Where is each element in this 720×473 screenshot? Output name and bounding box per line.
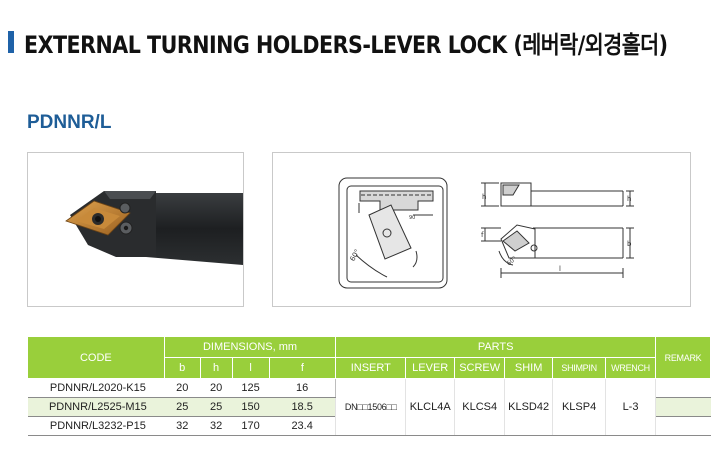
header-remark: REMARK	[655, 336, 711, 379]
row-l: 170	[232, 416, 269, 436]
header-dimensions: DIMENSIONS, mm	[163, 336, 337, 358]
header-f: f	[268, 357, 337, 379]
row-h: 25	[200, 397, 233, 417]
row-code: PDNNR/L2020-K15	[27, 378, 165, 398]
dim-l: l	[559, 265, 561, 273]
row-h: 20	[200, 378, 233, 398]
part-wrench: L-3	[605, 378, 656, 436]
product-photo	[27, 152, 244, 307]
header-shimpin: SHIMPIN	[552, 357, 607, 379]
top-view	[481, 224, 634, 278]
angle-top-label: 90	[409, 215, 415, 221]
part-screw: KLCS4	[454, 378, 506, 436]
header-l: l	[231, 357, 270, 379]
tool-holder-image	[65, 191, 243, 265]
header-shim: SHIM	[504, 357, 554, 379]
header-b: b	[163, 357, 201, 379]
header-parts: PARTS	[335, 336, 656, 358]
dim-h-left: h	[482, 193, 486, 201]
row-b: 20	[164, 378, 201, 398]
row-l: 150	[232, 397, 269, 417]
spec-table: CODE DIMENSIONS, mm PARTS REMARK b h l f…	[27, 336, 711, 436]
title-accent-bar	[8, 31, 14, 53]
row-f: 18.5	[269, 397, 337, 417]
model-heading: PDNNR/L	[27, 112, 112, 133]
header-lever: LEVER	[405, 357, 456, 379]
row-b: 25	[164, 397, 201, 417]
row-code: PDNNR/L3232-P15	[27, 416, 165, 436]
table-row: PDNNR/L2525-M15 25 25 150 18.5	[27, 397, 711, 417]
row-remark	[655, 397, 711, 417]
part-shimpin: KLSP4	[552, 378, 607, 436]
row-l: 125	[232, 378, 269, 398]
part-shim: KLSD42	[504, 378, 554, 436]
dim-b: b	[627, 240, 632, 248]
dim-h-right: h	[627, 195, 631, 203]
header-screw: SCREW	[454, 357, 506, 379]
row-remark	[655, 378, 711, 398]
row-h: 32	[200, 416, 233, 436]
part-insert: DN□□1506□□	[335, 378, 407, 436]
table-row: PDNNR/L2020-K15 20 20 125 16 DN□□1506□□ …	[27, 378, 711, 436]
side-view	[481, 182, 634, 207]
header-code: CODE	[27, 336, 165, 379]
row-f: 16	[269, 378, 337, 398]
header-wrench: WRENCH	[605, 357, 656, 379]
row-code: PDNNR/L2525-M15	[27, 397, 165, 417]
row-f: 23.4	[269, 416, 337, 436]
row-b: 32	[164, 416, 201, 436]
header-h: h	[199, 357, 233, 379]
technical-drawing: 90 60° h h	[272, 152, 691, 307]
header-insert: INSERT	[335, 357, 407, 379]
dim-f: f	[481, 231, 484, 239]
insert-detail-view	[338, 177, 448, 289]
part-lever: KLCL4A	[405, 378, 456, 436]
table-row: PDNNR/L3232-P15 32 32 170 23.4	[27, 416, 711, 436]
dimension-drawing: 90 60° h h	[338, 177, 634, 289]
page-title: EXTERNAL TURNING HOLDERS-LEVER LOCK (레버락…	[24, 31, 668, 59]
row-remark	[655, 416, 711, 436]
